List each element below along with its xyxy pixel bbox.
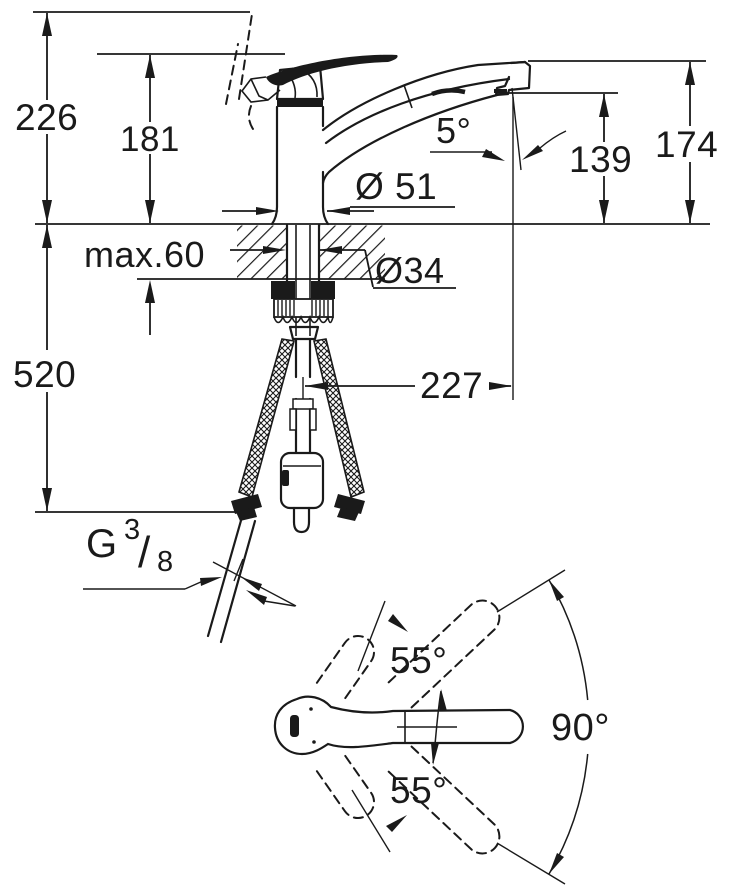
spray-head [494,60,532,97]
thread-numerator-label: 3 [124,514,141,546]
body-left-edge [270,105,279,226]
thread-denominator-label: 8 [157,546,174,578]
top-view: 55° 55° 90° [212,558,610,885]
dimension-max60: max.60 [84,234,205,335]
mounting-assembly [271,223,335,341]
dim-520-label: 520 [13,354,76,395]
hose-tube-left-b [219,519,257,644]
angle-5deg-label: 5° [436,110,471,151]
pullout-hose [279,337,325,534]
body-right-edge-lower [321,170,330,226]
lever-tail [240,76,281,103]
thread-g-label: G [86,522,118,566]
lever-raised-dashed [238,13,253,100]
lever-top-view [273,695,525,756]
dim-d51-label: Ø 51 [355,166,437,207]
dim-max60-label: max.60 [84,234,205,275]
angle-55-down-label: 55° [390,770,447,811]
dim-139-label: 139 [569,139,632,180]
lever-slot [290,715,299,737]
weight-clip [282,470,289,486]
spout-inner-curve [324,77,511,145]
thread-g38-callout: G 3 / 8 [83,514,296,607]
counter-hatch [237,225,385,279]
dimension-226: 226 [15,13,78,223]
spout-lower-curve [321,93,499,185]
seal-ring-left [271,281,295,299]
lever-tail-up-dashed [315,634,376,703]
seal-ring-right [311,281,335,299]
spray-head-shadow [431,88,466,97]
spout-upper-curve [321,60,527,132]
angle-55-up-label: 55° [390,640,447,681]
lever-blade [266,54,398,86]
spray-head-joint [403,84,413,109]
angle-legs [212,558,566,885]
dimension-181: 181 [120,55,180,223]
angle-5deg: 5° [430,110,567,161]
dim-181-label: 181 [120,120,180,159]
extension-lines [33,11,710,513]
braided-hose-right [313,338,365,499]
dimension-227: 227 [305,365,512,406]
supply-hoses [206,338,365,644]
nut-scallops [273,314,334,324]
spout-tilt-line [511,87,522,171]
hose-tube-left-a [206,515,244,638]
angle-90-label: 90° [551,707,610,749]
dimension-d51: Ø 51 [222,166,455,215]
thread-slash-label: / [138,528,151,577]
mounting-nut [273,298,334,318]
lever-rotated-down-dashed [387,745,501,855]
shank-adapter [288,325,320,341]
dim-227-label: 227 [420,365,483,406]
body-collar [277,99,323,107]
dim-174-label: 174 [655,124,718,165]
dimension-174: 174 [655,62,718,223]
lever-rotated-up-dashed [387,599,501,709]
swivel-arc [548,579,589,875]
hose-end-cap [292,520,311,534]
dim-d34-label: Ø34 [375,250,445,291]
dimension-139: 139 [569,94,632,223]
lever-tail-down-dashed [315,751,376,820]
dimension-520: 520 [13,225,76,511]
dim-226-label: 226 [15,97,78,138]
side-view: 226 181 174 139 [13,11,718,644]
faucet-outline [225,13,532,226]
